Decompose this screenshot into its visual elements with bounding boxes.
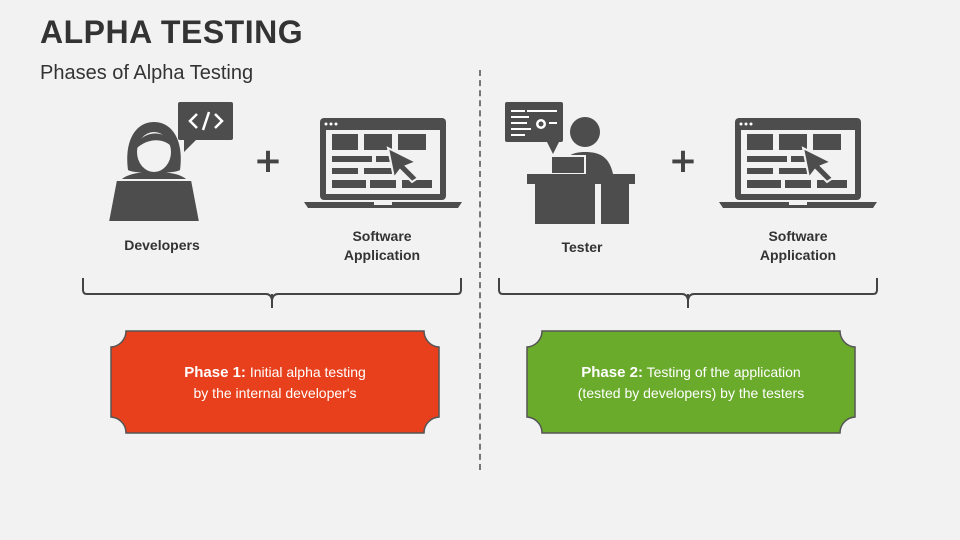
phase-2-title: Phase 2: (581, 363, 643, 381)
phase-1-box: Phase 1: Initial alpha testing by the in… (110, 330, 440, 434)
code-bubble-icon (178, 102, 233, 152)
plus-sign-left: + (253, 141, 283, 181)
tester-label: Tester (561, 239, 603, 255)
phase-1-shape (110, 330, 440, 434)
page-title: ALPHA TESTING (40, 14, 304, 50)
phase-1-line1: Initial alpha testing (249, 363, 366, 380)
developer-laptop-icon (106, 102, 233, 223)
phase-2-box: Phase 2: Testing of the application (tes… (526, 330, 856, 434)
phase-2-line1: Testing of the application (646, 363, 801, 380)
page-subtitle: Phases of Alpha Testing (40, 62, 254, 84)
developers-label: Developers (124, 237, 200, 253)
section-divider (479, 70, 481, 470)
laptop-app-icon (304, 118, 462, 208)
phase-2-line2: (tested by developers) by the testers (577, 384, 805, 401)
software-application-label-right: Software Application (759, 228, 837, 263)
grouping-brace-left (82, 278, 462, 308)
laptop-app-icon-right (719, 118, 877, 208)
tester-desk-icon (505, 102, 635, 224)
phase-1-title: Phase 1: (184, 363, 246, 381)
report-bubble-icon (505, 102, 563, 154)
grouping-brace-right (498, 278, 878, 308)
phase-2-shape (526, 330, 856, 434)
plus-sign-right: + (668, 141, 698, 181)
phase-1-line2: by the internal developer's (193, 384, 357, 401)
software-application-label-left: Software Application (343, 228, 421, 263)
